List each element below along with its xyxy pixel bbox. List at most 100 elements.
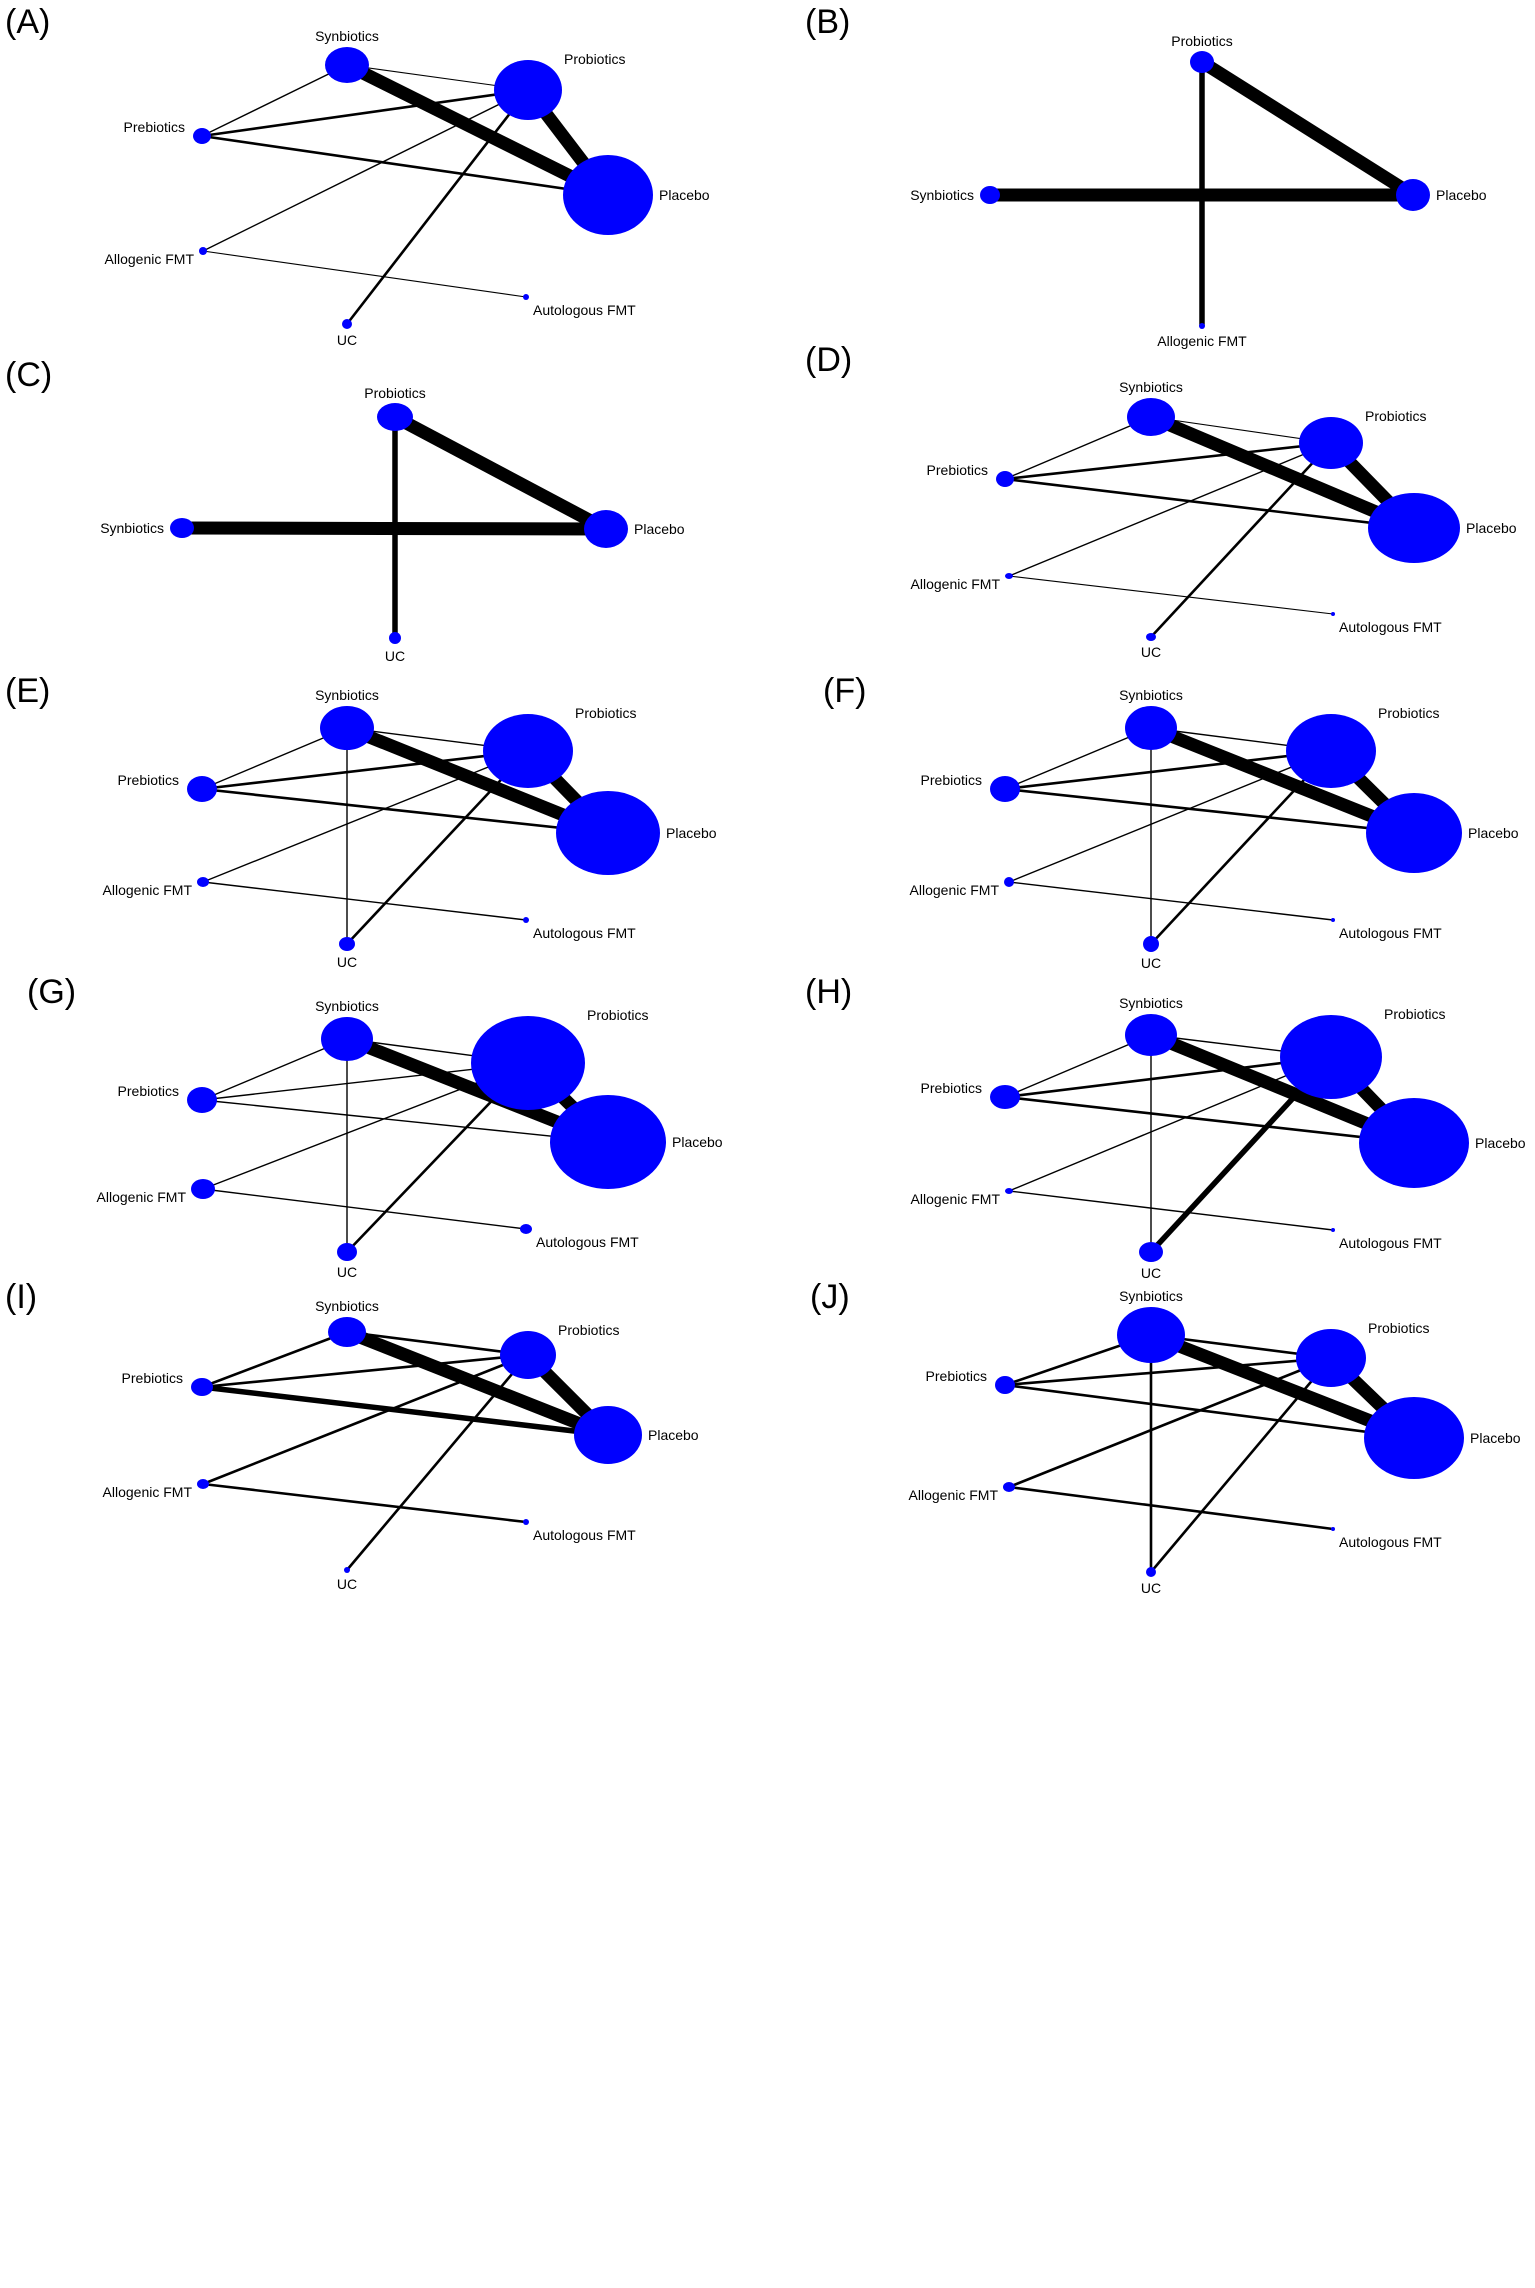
node-label-allogenic: Allogenic FMT (97, 1189, 187, 1205)
node-label-uc: UC (1141, 644, 1161, 660)
node-label-probiotics: Probiotics (364, 385, 425, 401)
node-probiotics (471, 1016, 585, 1110)
edge-prebiotics-probiotics (201, 749, 529, 791)
node-label-autologous: Autologous FMT (536, 1234, 639, 1250)
node-label-placebo: Placebo (634, 521, 685, 537)
panel-letter: (I) (5, 1278, 37, 1316)
node-label-placebo: Placebo (1470, 1430, 1521, 1446)
node-synbiotics (321, 1017, 373, 1061)
node-prebiotics (187, 776, 217, 802)
edge-uc-probiotics (1150, 442, 1332, 638)
node-probiotics (500, 1331, 556, 1379)
edge-synbiotics-prebiotics (201, 1330, 348, 1389)
panel-letter: (A) (5, 3, 50, 41)
node-label-placebo: Placebo (672, 1134, 723, 1150)
node-probiotics (483, 714, 573, 788)
node-label-uc: UC (1141, 1580, 1161, 1596)
node-label-autologous: Autologous FMT (1339, 619, 1442, 635)
node-label-prebiotics: Prebiotics (921, 1080, 982, 1096)
node-label-prebiotics: Prebiotics (118, 772, 179, 788)
node-prebiotics (996, 471, 1014, 487)
edge-uc-probiotics (1150, 750, 1332, 945)
edge-synbiotics-prebiotics (201, 1038, 348, 1101)
node-label-probiotics: Probiotics (575, 705, 636, 721)
edge-prebiotics-probiotics (1004, 441, 1332, 481)
node-placebo (1364, 1397, 1464, 1479)
node-label-allogenic: Allogenic FMT (910, 882, 1000, 898)
node-autologous (1331, 612, 1335, 616)
panel-letter: (J) (810, 1278, 850, 1316)
node-synbiotics (325, 47, 369, 83)
node-label-synbiotics: Synbiotics (315, 687, 379, 703)
node-label-autologous: Autologous FMT (1339, 925, 1442, 941)
edge-allogenic-autologous (1008, 1190, 1334, 1231)
panel-letter: (B) (805, 3, 850, 41)
node-uc (344, 1567, 350, 1573)
node-probiotics (1190, 51, 1214, 73)
edge-allogenic-probiotics (1008, 442, 1332, 577)
node-placebo (1366, 793, 1462, 873)
node-autologous (520, 1224, 532, 1234)
edge-synbiotics-prebiotics (201, 727, 348, 790)
node-probiotics (1296, 1329, 1366, 1387)
node-label-placebo: Placebo (666, 825, 717, 841)
node-synbiotics (1125, 706, 1177, 750)
node-label-synbiotics: Synbiotics (1119, 1288, 1183, 1304)
node-synbiotics (1127, 398, 1175, 436)
node-label-allogenic: Allogenic FMT (911, 576, 1001, 592)
panel-letter: (C) (5, 356, 52, 394)
node-label-placebo: Placebo (659, 187, 710, 203)
node-uc (339, 937, 355, 951)
node-label-synbiotics: Synbiotics (315, 1298, 379, 1314)
node-allogenic (1003, 1482, 1015, 1492)
edge-prebiotics-placebo (201, 787, 609, 835)
node-label-probiotics: Probiotics (1368, 1320, 1429, 1336)
edge-allogenic-autologous (1008, 1485, 1334, 1531)
node-label-prebiotics: Prebiotics (921, 772, 982, 788)
node-synbiotics (1117, 1307, 1185, 1363)
node-label-uc: UC (337, 1576, 357, 1592)
node-label-allogenic: Allogenic FMT (911, 1191, 1001, 1207)
edge-synbiotics-placebo (344, 1325, 611, 1442)
node-label-uc: UC (385, 648, 405, 664)
node-label-prebiotics: Prebiotics (927, 462, 988, 478)
node-label-prebiotics: Prebiotics (118, 1083, 179, 1099)
node-allogenic (1199, 323, 1205, 329)
edge-probiotics-placebo (391, 411, 610, 535)
node-placebo (563, 155, 653, 235)
edge-synbiotics-prebiotics (1004, 727, 1152, 790)
node-label-placebo: Placebo (1436, 187, 1487, 203)
edge-synbiotics-prebiotics (1004, 1034, 1152, 1098)
node-autologous (523, 1519, 529, 1525)
edge-prebiotics-probiotics (201, 1353, 529, 1389)
node-synbiotics (1125, 1014, 1177, 1056)
edge-prebiotics-placebo (1004, 1383, 1415, 1440)
node-label-allogenic: Allogenic FMT (103, 882, 193, 898)
node-allogenic (1005, 573, 1013, 579)
edge-prebiotics-probiotics (1004, 1055, 1332, 1099)
node-autologous (523, 917, 529, 923)
node-label-synbiotics: Synbiotics (1119, 995, 1183, 1011)
edge-synbiotics-probiotics (346, 1330, 529, 1357)
node-label-autologous: Autologous FMT (1339, 1235, 1442, 1251)
node-prebiotics (990, 776, 1020, 802)
node-label-uc: UC (337, 332, 357, 348)
edge-uc-probiotics (346, 1354, 529, 1571)
node-placebo (574, 1406, 642, 1464)
node-prebiotics (990, 1085, 1020, 1109)
node-label-uc: UC (1141, 1265, 1161, 1281)
edge-prebiotics-placebo (1004, 787, 1415, 835)
node-label-prebiotics: Prebiotics (124, 119, 185, 135)
node-label-probiotics: Probiotics (558, 1322, 619, 1338)
node-autologous (1331, 1527, 1335, 1531)
edge-synbiotics-placebo (1148, 411, 1417, 534)
edge-probiotics-placebo (1198, 56, 1417, 201)
node-autologous (1331, 918, 1335, 922)
node-label-placebo: Placebo (1475, 1135, 1526, 1151)
node-label-probiotics: Probiotics (1365, 408, 1426, 424)
node-label-allogenic: Allogenic FMT (1157, 333, 1247, 349)
node-uc (1146, 633, 1156, 641)
node-label-autologous: Autologous FMT (533, 302, 636, 318)
node-autologous (523, 294, 529, 300)
node-synbiotics (980, 186, 1000, 204)
